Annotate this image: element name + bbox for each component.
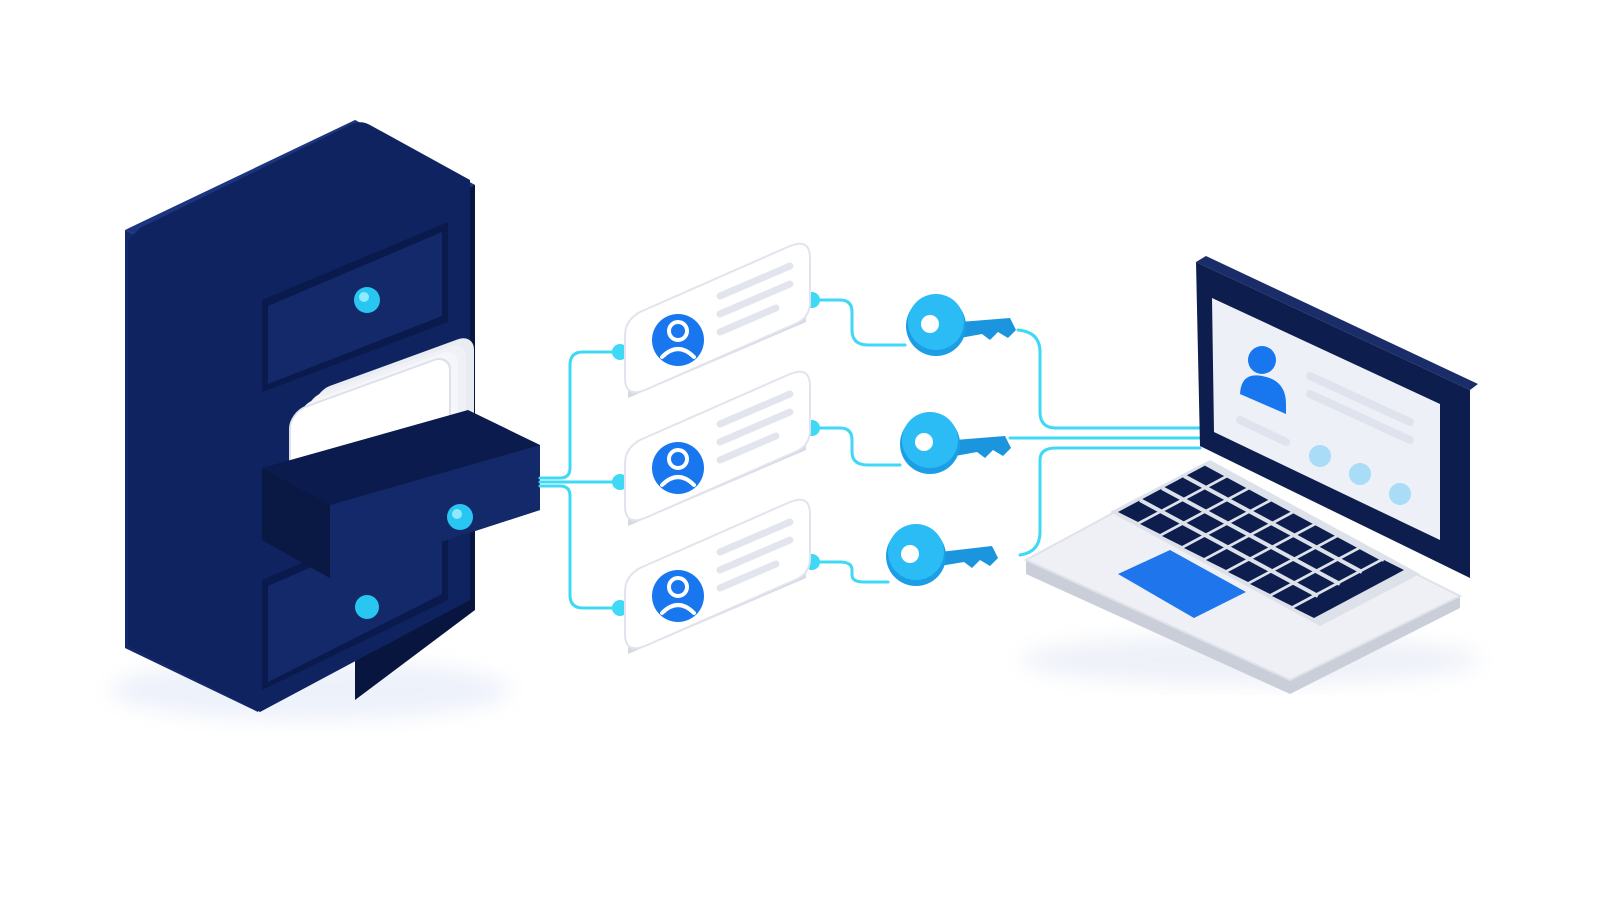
key-icon <box>906 294 1016 356</box>
laptop-icon <box>1020 256 1480 694</box>
user-avatar-icon <box>652 442 704 494</box>
key-grid <box>1139 462 1385 598</box>
connector-lines <box>538 298 1202 610</box>
user-id-card-icon <box>624 370 811 526</box>
key-icon <box>886 524 998 586</box>
user-avatar-icon <box>652 314 704 366</box>
filing-cabinet-icon <box>110 120 540 720</box>
open-drawer <box>262 410 540 578</box>
user-avatar-icon <box>652 570 704 622</box>
user-id-card-icon <box>624 242 811 398</box>
key-icon <box>900 412 1011 474</box>
user-avatar-icon <box>1240 346 1286 414</box>
user-id-card-icon <box>624 498 811 654</box>
touchpad <box>1118 550 1246 618</box>
